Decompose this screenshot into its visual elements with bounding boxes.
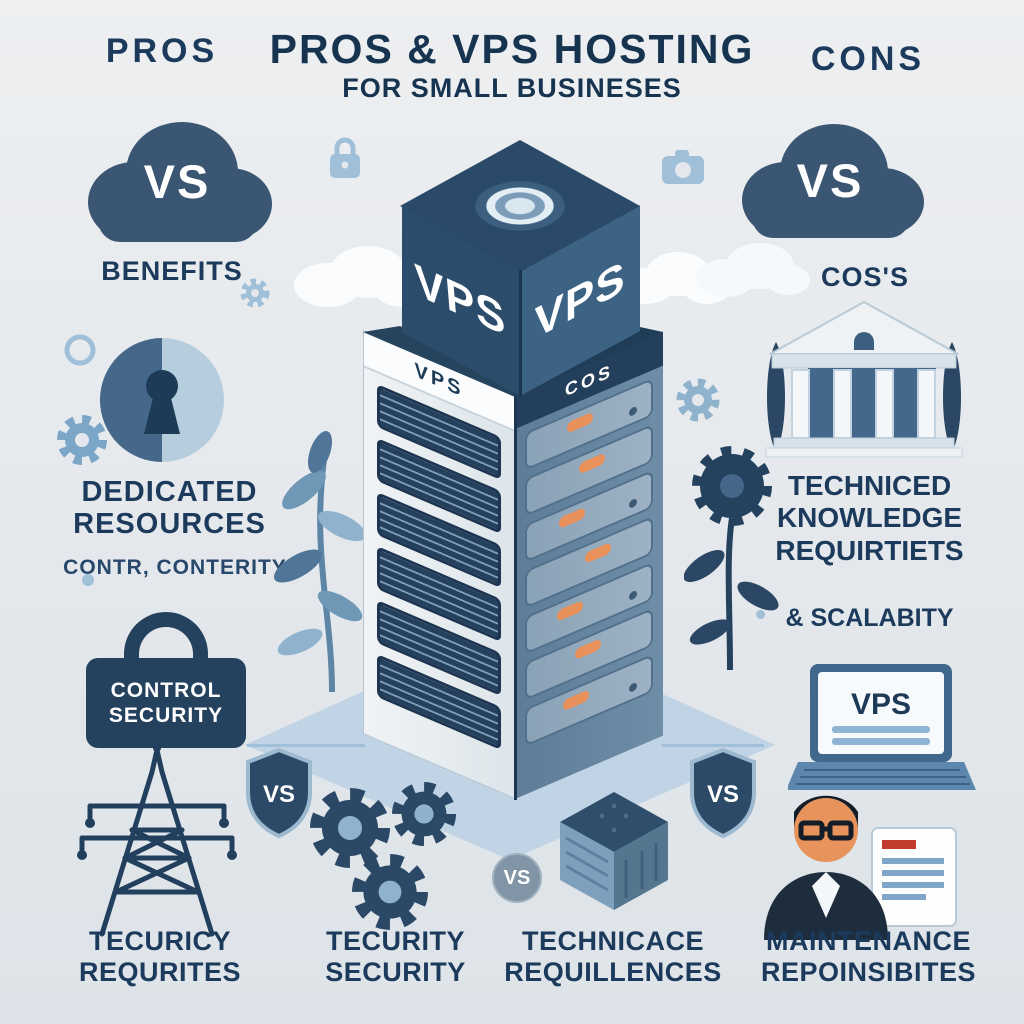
- dark-plant-icon: [684, 446, 779, 671]
- caption-technical-security: TECURITY SECURITY: [298, 926, 493, 989]
- laptop-screen-label: VPS: [851, 688, 911, 721]
- lock-label-line: CONTROL: [110, 678, 222, 702]
- padlock-body: CONTROL SECURITY: [86, 658, 246, 748]
- cypress-tree-icon: [943, 342, 961, 452]
- vps-cube-left-label: VPS: [413, 254, 509, 347]
- benefits-caption: BENEFITS: [101, 256, 243, 286]
- technical-knowledge-heading: TECHNICED KNOWLEDGE REQUIRTIETS: [762, 470, 977, 567]
- gear-icon: [57, 415, 107, 465]
- cons-label: CONS: [810, 40, 926, 78]
- shield-vs-label: VS: [707, 781, 739, 808]
- glasses-icon: [798, 820, 854, 841]
- title-line1: PROS & VPS HOSTING: [269, 26, 755, 72]
- cube-ridge: [519, 270, 522, 396]
- vs-label: VS: [796, 154, 864, 208]
- caption-line: REQUILLENCES: [504, 957, 722, 988]
- caption-line: TECURICY: [88, 926, 231, 956]
- arch-window: [854, 332, 874, 350]
- laptop-icon: VPS: [788, 664, 976, 790]
- plant-icon: [273, 431, 366, 693]
- cloud-shape: [742, 124, 924, 238]
- power-tower-icon: [77, 744, 237, 937]
- red-highlight-bar: [882, 840, 916, 849]
- heading-line: TECHNICED: [787, 470, 952, 501]
- vs-circle-badge: VS: [492, 853, 542, 903]
- heading-line: RESOURCES: [73, 508, 266, 541]
- shield-vs-label: VS: [263, 781, 295, 808]
- cypress-tree-icon: [767, 342, 785, 452]
- caption-line: TECURITY: [326, 926, 465, 956]
- document-icon: [871, 827, 957, 927]
- heading-line: REQUIRTIETS: [775, 534, 964, 566]
- caption-line: TECHNICACE: [521, 926, 704, 956]
- security-pie-icon: [57, 334, 224, 465]
- dedicated-resources-heading: DEDICATED RESOURCES: [52, 476, 287, 541]
- caption-maintenance-responsibilities: MAINTENANCE REPOINSIBITES: [746, 926, 991, 989]
- vs-circle-label: VS: [503, 866, 531, 889]
- connector-line: [247, 744, 365, 747]
- cloud-right: VS: [730, 110, 930, 258]
- lock-badge: CONTROL SECURITY: [86, 612, 246, 748]
- title-line2: FOR SMALL BUSINESES: [342, 73, 682, 103]
- ring-icon: [64, 334, 96, 366]
- heading-line: DEDICATED: [81, 476, 258, 508]
- cloud-shape: [88, 122, 272, 242]
- person-icon: [764, 795, 888, 940]
- control-subheading: CONTR, CONTERITY: [63, 556, 287, 579]
- vs-label: VS: [143, 155, 211, 209]
- scalability-subheading: & SCALABITY: [785, 604, 954, 632]
- caption-line: REPOINSIBITES: [760, 957, 977, 988]
- bank-building-icon: [765, 300, 963, 458]
- page-title: PROS & VPS HOSTING FOR SMALL BUSINESES: [0, 26, 1024, 104]
- vps-cube-right-label: VPS: [534, 250, 626, 350]
- caption-line: MAINTENANCE: [766, 926, 971, 956]
- tower-ridge: [514, 393, 517, 800]
- decor-dot: [82, 574, 94, 586]
- small-gear-icon: [676, 378, 720, 422]
- small-padlock-icon: [330, 137, 360, 178]
- caption-technical-requirements: TECHNICACE REQUILLENCES: [498, 926, 728, 989]
- caption-line: SECURITY: [325, 957, 466, 988]
- pros-label: PROS: [105, 32, 219, 70]
- gears-cluster-icon: [300, 766, 475, 936]
- white-cloud-icon: [696, 243, 810, 297]
- shirt: [812, 872, 840, 918]
- connector-line: [662, 744, 764, 747]
- costs-caption: COS'S: [821, 262, 909, 292]
- cloud-left: VS: [78, 106, 276, 264]
- lock-label-line: SECURITY: [108, 704, 224, 727]
- shield-vs-left-icon: VS: [246, 747, 312, 839]
- shield-vs-right-icon: VS: [690, 747, 756, 839]
- keyhole-icon: [144, 370, 180, 434]
- heading-line: KNOWLEDGE: [776, 502, 963, 534]
- caption-security-requirements: TECURICY REQURITES: [40, 926, 280, 989]
- camera-icon: [662, 150, 704, 184]
- caption-line: REQURITES: [78, 957, 242, 988]
- small-gear-icon: [240, 278, 270, 308]
- decor-dot: [756, 610, 765, 619]
- server-box-icon: [560, 792, 668, 910]
